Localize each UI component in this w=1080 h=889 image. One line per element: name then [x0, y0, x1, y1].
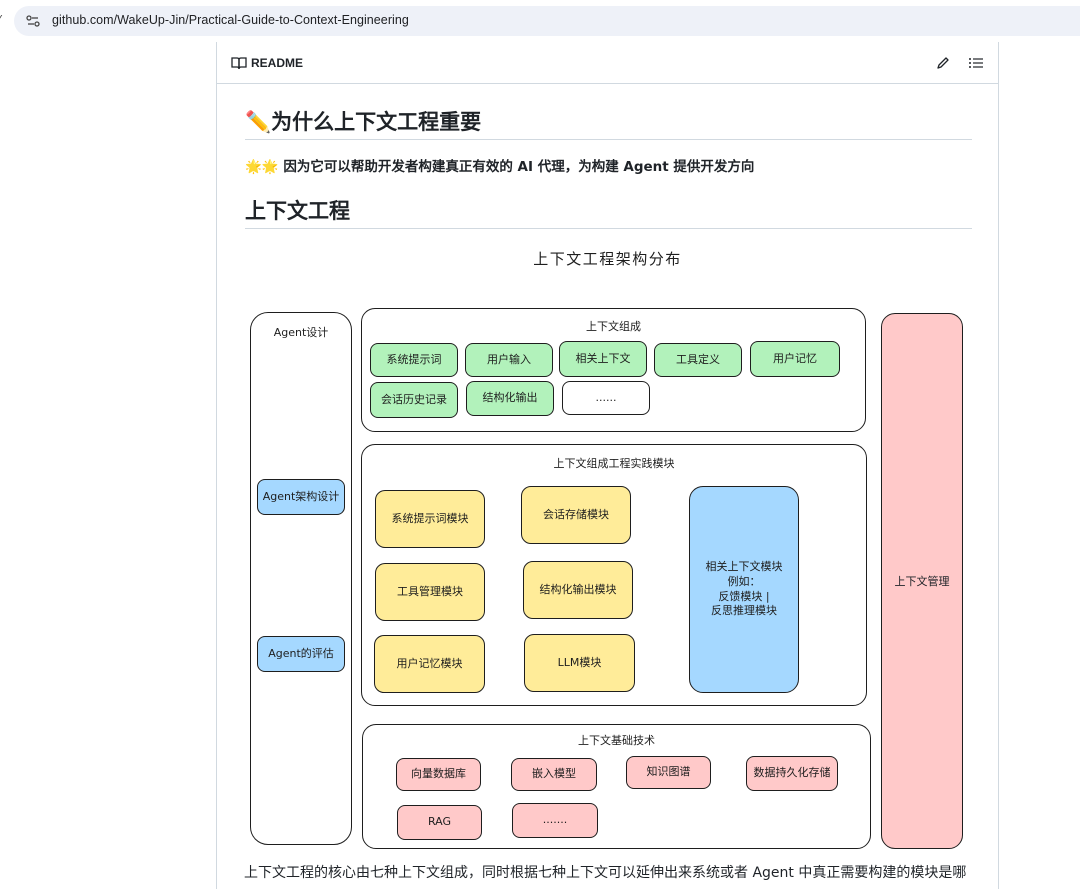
readme-tab-label[interactable]: README: [251, 56, 304, 70]
composition-chip-more: ......: [562, 381, 650, 415]
composition-chip: 系统提示词: [370, 343, 458, 377]
url-text[interactable]: github.com/WakeUp-Jin/Practical-Guide-to…: [52, 13, 409, 27]
agent-design-title: Agent设计: [273, 326, 329, 339]
address-bar[interactable]: [14, 6, 1080, 36]
related-context-module: 相关上下文模块 例如： 反馈模块 | 反思推理模块: [689, 486, 799, 693]
practice-module-chip: 结构化输出模块: [523, 561, 633, 619]
agent-evaluation-chip: Agent的评估: [257, 636, 345, 672]
readme-panel: README ✏️为什么上下文工程重要 🌟🌟 因为它可以帮助开发者构建真正有效的…: [216, 42, 999, 889]
composition-chip: 结构化输出: [466, 381, 554, 416]
composition-chip: 用户记忆: [750, 341, 840, 377]
practice-module-chip: LLM模块: [524, 634, 635, 692]
section-why-text: 🌟🌟 因为它可以帮助开发者构建真正有效的 AI 代理，为构建 Agent 提供开…: [245, 159, 755, 175]
practice-module-chip: 系统提示词模块: [375, 490, 485, 548]
composition-chip: 用户输入: [465, 343, 553, 377]
diagram-title: 上下文工程架构分布: [533, 250, 682, 268]
section-heading-context-engineering: 上下文工程: [245, 199, 350, 223]
related-context-line: 相关上下文模块: [705, 559, 783, 573]
readme-header: README: [217, 42, 998, 84]
practice-modules-title: 上下文组成工程实践模块: [553, 457, 675, 470]
context-composition-title: 上下文组成: [586, 320, 641, 333]
agent-design-column: [250, 312, 352, 845]
site-settings-icon[interactable]: [24, 12, 42, 30]
related-context-line: 例如：: [727, 574, 761, 588]
foundation-tech-chip: 向量数据库: [396, 758, 481, 791]
table-of-contents-icon[interactable]: [968, 56, 984, 70]
context-management-column: 上下文管理: [881, 313, 963, 849]
foundation-tech-chip: 数据持久化存储: [746, 756, 838, 791]
composition-chip: 相关上下文: [559, 341, 647, 377]
composition-chip: 会话历史记录: [370, 382, 458, 418]
book-icon: [231, 57, 247, 70]
foundation-tech-chip: RAG: [397, 805, 482, 840]
practice-module-chip: 会话存储模块: [521, 486, 631, 544]
composition-chip: 工具定义: [654, 343, 742, 377]
browser-toolbar: ⁄ github.com/WakeUp-Jin/Practical-Guide-…: [0, 0, 1080, 42]
readme-body-text: 上下文工程的核心由七种上下文组成，同时根据七种上下文可以延伸出来系统或者 Age…: [244, 865, 967, 881]
practice-module-chip: 用户记忆模块: [374, 635, 485, 693]
heading-divider: [245, 139, 972, 140]
foundation-tech-title: 上下文基础技术: [578, 734, 655, 747]
related-context-line: 反馈模块 |: [718, 589, 770, 603]
foundation-tech-chip: 嵌入模型: [511, 758, 597, 791]
agent-architecture-chip: Agent架构设计: [257, 479, 345, 515]
foundation-tech-chip: 知识图谱: [626, 756, 711, 789]
practice-module-chip: 工具管理模块: [375, 563, 485, 621]
pencil-icon[interactable]: [935, 55, 951, 71]
related-context-line: 反思推理模块: [711, 604, 777, 618]
heading-divider: [245, 228, 972, 229]
foundation-tech-chip-more: .......: [512, 803, 598, 838]
section-heading-why: ✏️为什么上下文工程重要: [245, 110, 482, 134]
